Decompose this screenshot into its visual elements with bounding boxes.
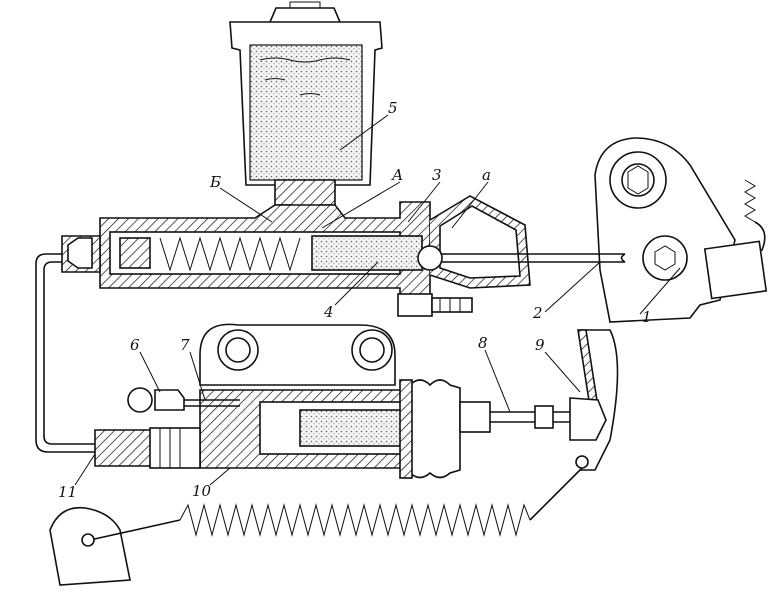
clutch-pedal <box>594 137 768 323</box>
label-3: 3 <box>432 166 442 184</box>
label-a: a <box>482 166 491 184</box>
label-2: 2 <box>532 304 543 322</box>
callout-labels: 1 2 3 4 5 6 7 8 9 10 11 А Б a <box>58 99 652 501</box>
label-10: 10 <box>192 482 212 500</box>
release-fork <box>569 329 619 471</box>
label-8: 8 <box>478 334 488 352</box>
return-spring <box>49 467 583 586</box>
label-9: 9 <box>535 336 545 354</box>
leader-lines <box>74 114 681 486</box>
label-A: А <box>391 166 403 184</box>
master-cylinder <box>61 201 473 317</box>
piston <box>311 235 423 271</box>
label-6: 6 <box>130 336 140 354</box>
label-1: 1 <box>642 308 652 326</box>
label-B: Б <box>209 173 221 191</box>
fluid-line <box>35 253 95 453</box>
brake-fluid <box>249 44 363 181</box>
label-7: 7 <box>180 336 190 354</box>
slave-piston <box>299 409 411 447</box>
label-11: 11 <box>58 483 77 501</box>
pushrod-assembly <box>417 195 625 289</box>
slave-cylinder <box>94 323 570 479</box>
label-5: 5 <box>388 99 398 117</box>
fluid-reservoir <box>229 1 383 226</box>
label-4: 4 <box>323 303 334 321</box>
